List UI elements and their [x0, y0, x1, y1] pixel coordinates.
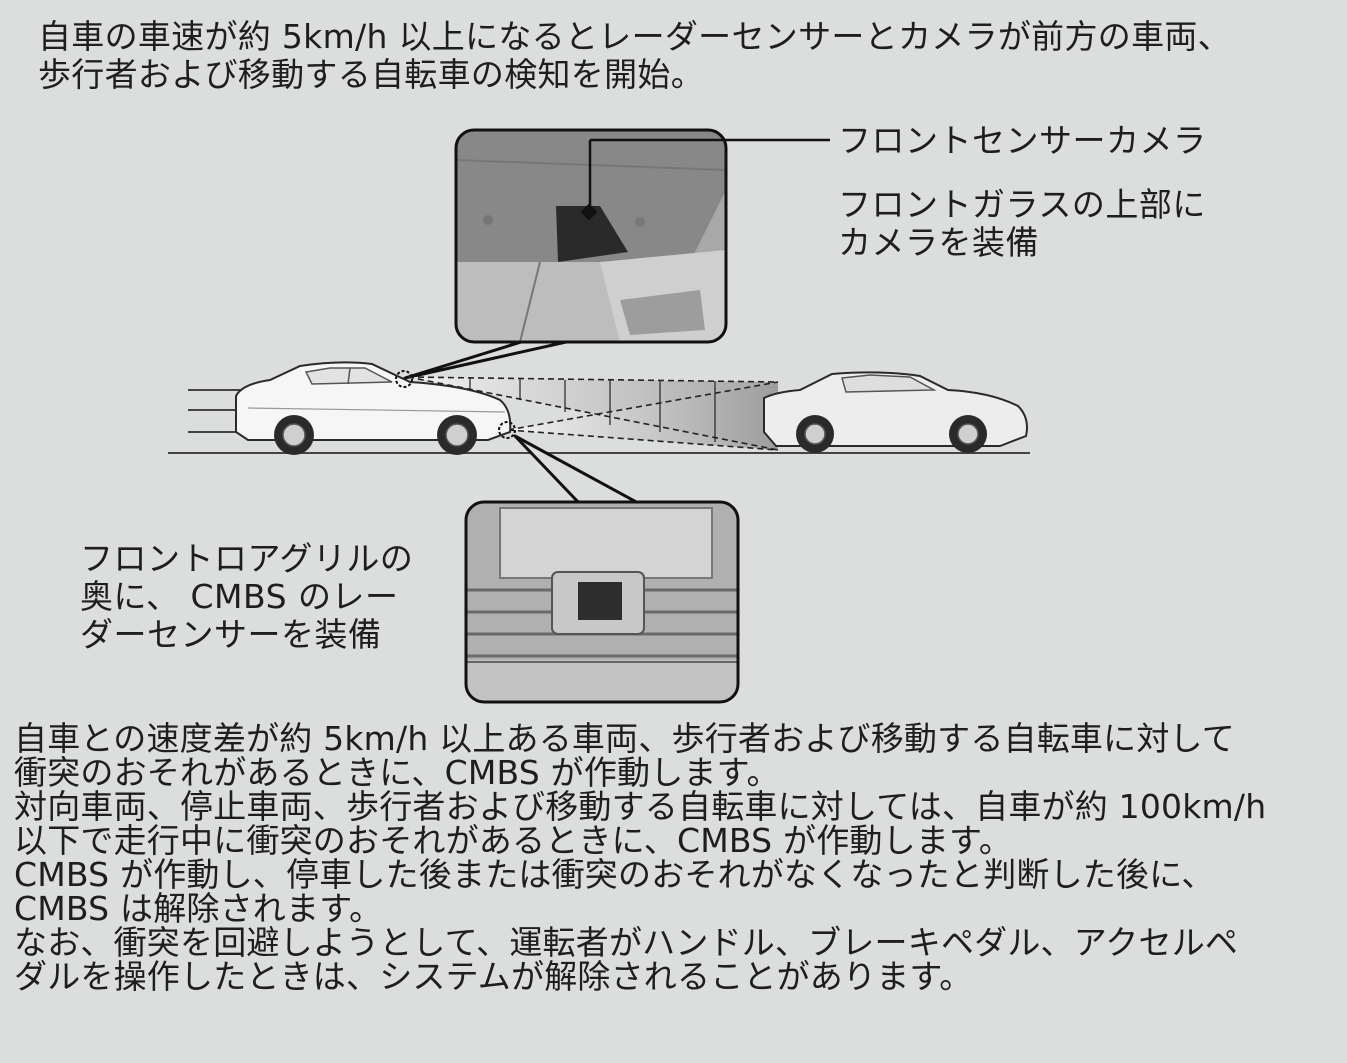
body-line: 自車との速度差が約 5km/h 以上ある車両、歩行者および移動する自転車に対して — [14, 719, 1235, 758]
road-ground — [168, 389, 1030, 454]
camera-desc-line: フロントガラスの上部に — [838, 185, 1206, 224]
body-line: ダルを操作したときは、システムが解除されることがあります。 — [14, 957, 973, 996]
camera-unit-shape — [556, 206, 628, 262]
radar-sensor-shape — [578, 582, 622, 620]
own-vehicle — [235, 361, 516, 455]
body-text: 自車との速度差が約 5km/h 以上ある車両、歩行者および移動する自転車に対して… — [14, 722, 1339, 994]
radar-desc-line: ダーセンサーを装備 — [80, 615, 382, 654]
target-vehicle — [763, 371, 1028, 453]
body-line: 対向車両、停止車両、歩行者および移動する自転車に対しては、自車が約 100km/… — [14, 787, 1267, 826]
camera-callout-title: フロントセンサーカメラ — [838, 122, 1207, 160]
radar-desc-line: フロントロアグリルの — [80, 539, 414, 578]
camera-title-text: フロントセンサーカメラ — [838, 121, 1207, 160]
intro-line: 自車の車速が約 5km/h 以上になるとレーダーセンサーとカメラが前方の車両、 — [38, 17, 1231, 56]
intro-text: 自車の車速が約 5km/h 以上になるとレーダーセンサーとカメラが前方の車両、 … — [38, 18, 1328, 94]
body-line: CMBS が作動し、停車した後または衝突のおそれがなくなったと判断した後に、 — [14, 855, 1215, 894]
camera-leader-line — [580, 138, 830, 221]
body-line: 衝突のおそれがあるときに、CMBS が作動します。 — [14, 753, 780, 792]
radar-desc-line: 奥に、 CMBS のレー — [80, 577, 399, 616]
camera-callout-description: フロントガラスの上部に カメラを装備 — [838, 186, 1206, 262]
body-line: CMBS は解除されます。 — [14, 889, 383, 928]
radar-callout-pointer — [513, 434, 642, 506]
body-line: なお、衝突を回避しようとして、運転者がハンドル、ブレーキペダル、アクセルペ — [14, 923, 1239, 962]
radar-callout-description: フロントロアグリルの 奥に、 CMBS のレー ダーセンサーを装備 — [80, 540, 413, 654]
camera-desc-line: カメラを装備 — [838, 223, 1039, 262]
intro-line: 歩行者および移動する自転車の検知を開始。 — [38, 55, 704, 94]
detection-beams — [407, 376, 779, 451]
radar-location-marker — [498, 421, 516, 439]
camera-location-marker — [395, 370, 413, 388]
radar-inset-photo — [464, 500, 740, 704]
body-line: 以下で走行中に衝突のおそれがあるときに、CMBS が作動します。 — [14, 821, 1013, 860]
